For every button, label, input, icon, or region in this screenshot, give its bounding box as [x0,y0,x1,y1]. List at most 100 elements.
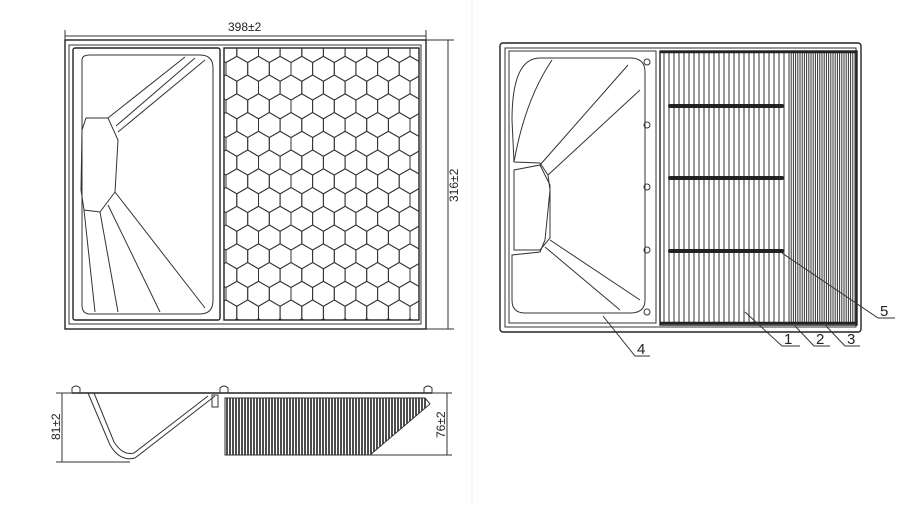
mounting-hole [643,121,651,129]
hex-cell [290,280,314,307]
hex-cell [312,243,335,270]
leader-1 [744,311,800,347]
callout-4: 4 [637,341,645,358]
hex-cell [290,205,314,232]
hex-cell [224,261,238,289]
hex-cell [194,263,216,288]
hex-cell [421,281,443,306]
hex-cell [247,130,270,157]
hex-cell [236,74,259,101]
hex-cell [410,375,432,400]
hex-cell [259,338,281,363]
hex-cell [385,318,392,320]
hex-cell [279,48,303,64]
hex-cell [236,261,259,289]
bottom-tray-basin [511,57,646,314]
hex-cell [366,111,389,139]
hex-cell [312,280,335,307]
pleat-depth-label: 76±2 [434,411,448,438]
hex-cell [224,285,227,302]
hex-cell [301,111,324,139]
hex-cell [398,205,419,232]
leader-5 [781,252,895,319]
hex-cell [280,375,302,400]
bottom-view-frame [499,42,862,333]
tray-ray [117,59,206,133]
hex-cell [312,55,335,82]
hex-cell [236,48,259,64]
hex-cell [268,130,292,157]
mounting-hole [643,308,651,316]
hex-cell [344,261,368,289]
hex-cell [301,149,324,176]
hex-cell [366,149,389,176]
tray-depth-dimension: 81±2 [49,392,130,463]
hex-cell [387,149,411,176]
hex-cell [247,168,270,195]
hex-cell [421,56,443,81]
hex-cell [312,168,335,195]
hex-cell [312,130,335,157]
hex-cell [363,318,370,320]
hex-cell [367,338,389,363]
hex-cell [225,280,249,307]
hex-cell [258,261,281,289]
hex-cell [387,299,411,320]
tray-hub [80,117,119,213]
hex-cell [225,205,249,232]
hex-cell [224,74,238,101]
hex-cell [421,131,443,156]
hex-cell [248,356,270,381]
hex-cell [398,55,419,82]
hex-cell [387,111,411,139]
hex-cell [277,318,284,320]
hex-cell [333,93,357,120]
hex-cell [224,224,238,251]
hex-cell [194,38,216,63]
hex-cell [258,299,281,320]
hex-cell [224,48,238,64]
tray-compartment [72,47,221,321]
hex-cell [258,74,281,101]
hex-cell [312,205,335,232]
tray-clip [211,394,219,408]
hex-cell [224,60,227,77]
hex-cell [344,224,368,251]
hex-cell [268,168,292,195]
hex-cell [378,356,400,381]
hex-cell [247,93,270,120]
hex-cell [268,55,292,82]
hex-cell [387,48,411,64]
hex-cell [247,243,270,270]
hex-cell [224,186,238,214]
top-view: 398±2 316±2 [64,20,461,419]
hex-cell [377,130,400,157]
hex-cell [258,186,281,214]
leader-2 [794,325,830,347]
hex-cell [387,74,411,101]
leader-3 [825,325,860,347]
hex-cell [344,186,368,214]
bottom-tray-hub [513,164,551,251]
hex-cell [313,356,335,381]
bottom-tray-ray [547,89,641,176]
hex-cell [224,173,227,190]
hex-cell [377,55,400,82]
side-view: 81±2 76±2 [49,385,452,463]
hex-cell [279,111,303,139]
hex-cell [398,280,419,307]
hex-cell [399,356,421,381]
hex-cell [312,93,335,120]
hex-cell [345,338,367,363]
hex-cell [279,149,303,176]
hex-cell [322,224,346,251]
hex-cell [268,280,292,307]
hex-cell [333,55,357,82]
hex-cell [204,394,226,419]
hex-cell [247,280,270,307]
hex-cell [355,205,379,232]
hex-cell [237,338,259,363]
hex-cell [225,168,249,195]
hex-cell [333,168,357,195]
hex-cell [387,186,411,214]
